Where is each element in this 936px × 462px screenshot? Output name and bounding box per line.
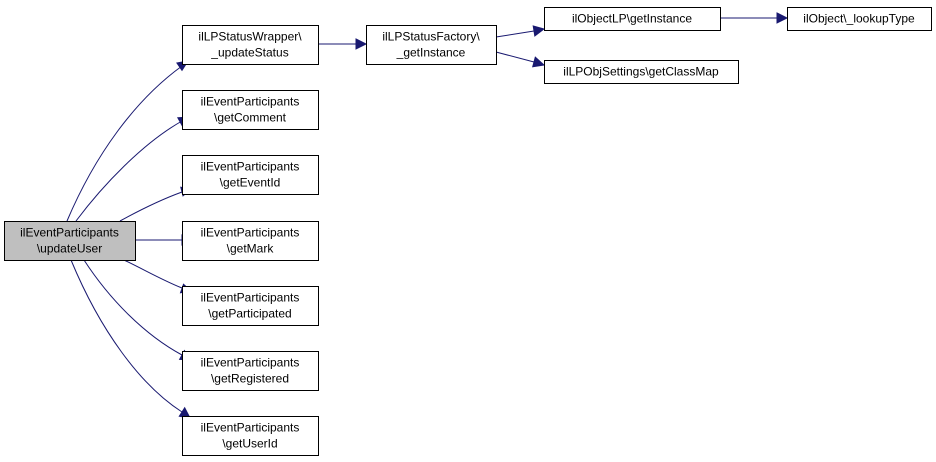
edge-line — [66, 65, 183, 222]
node-getEventId[interactable]: ilEventParticipants \getEventId — [182, 155, 319, 195]
edge-updateUser-to-getRegistered — [83, 259, 192, 361]
node-label: ilEventParticipants — [20, 226, 119, 240]
edge-line — [495, 51, 535, 63]
edge-line — [75, 120, 183, 222]
node-label: ilObjectLP\getInstance — [572, 12, 692, 26]
edge-line — [119, 191, 183, 222]
node-label: ilLPObjSettings\getClassMap — [563, 65, 719, 79]
node-label: ilLPStatusWrapper\ — [198, 30, 302, 44]
node-label: ilEventParticipants — [201, 421, 300, 435]
node-label: \getMark — [227, 242, 275, 256]
node-box[interactable] — [182, 416, 319, 456]
node-getParticipated[interactable]: ilEventParticipants \getParticipated — [182, 286, 319, 326]
node-getComment[interactable]: ilEventParticipants \getComment — [182, 90, 319, 130]
node-getClassMap[interactable]: ilLPObjSettings\getClassMap — [544, 60, 739, 84]
node-box[interactable] — [544, 60, 739, 84]
node-label: _getInstance — [396, 46, 466, 60]
edge-updateUser-to-getEventId — [119, 186, 193, 222]
node-box[interactable] — [182, 221, 319, 261]
edge-statusFactoryGetInstance-to-objectLPGetInstance — [495, 25, 546, 38]
node-box[interactable] — [182, 25, 319, 65]
edge-line — [70, 259, 183, 413]
node-label: ilEventParticipants — [201, 226, 300, 240]
node-box[interactable] — [366, 25, 497, 65]
node-label: \getEventId — [220, 176, 281, 190]
node-getUserId[interactable]: ilEventParticipants \getUserId — [182, 416, 319, 456]
node-updateUser[interactable]: ilEventParticipants \updateUser — [4, 221, 136, 261]
node-label: ilEventParticipants — [201, 160, 300, 174]
edge-line — [495, 30, 535, 38]
nodes-layer: ilEventParticipants \updateUser ilLPStatus… — [4, 7, 932, 456]
node-label: \getParticipated — [208, 307, 291, 321]
node-box[interactable] — [182, 155, 319, 195]
edge-arrowhead — [355, 38, 368, 50]
node-objectLPGetInstance[interactable]: ilObjectLP\getInstance — [544, 7, 721, 31]
edge-objectLPGetInstance-to-lookupType — [720, 12, 789, 24]
edge-line — [83, 259, 183, 356]
edge-line — [123, 259, 183, 289]
node-label: \updateUser — [37, 242, 102, 256]
edge-updateStatus-to-statusFactoryGetInstance — [318, 38, 368, 50]
node-getMark[interactable]: ilEventParticipants \getMark — [182, 221, 319, 261]
node-box[interactable] — [182, 286, 319, 326]
node-label: \getUserId — [222, 437, 277, 451]
node-box[interactable] — [182, 351, 319, 391]
node-label: ilObject\_lookupType — [803, 12, 915, 26]
node-getRegistered[interactable]: ilEventParticipants \getRegistered — [182, 351, 319, 391]
node-label: ilEventParticipants — [201, 291, 300, 305]
node-label: \getComment — [214, 111, 287, 125]
node-box[interactable] — [182, 90, 319, 130]
edge-updateUser-to-getParticipated — [123, 259, 193, 294]
node-label: \getRegistered — [211, 372, 289, 386]
node-box[interactable] — [544, 7, 721, 31]
node-updateStatus[interactable]: ilLPStatusWrapper\ _updateStatus — [182, 25, 319, 65]
node-label: ilEventParticipants — [201, 356, 300, 370]
edge-arrowhead — [532, 56, 546, 68]
node-label: ilLPStatusFactory\ — [382, 30, 480, 44]
node-statusFactoryGetInstance[interactable]: ilLPStatusFactory\ _getInstance — [366, 25, 497, 65]
node-lookupType[interactable]: ilObject\_lookupType — [787, 7, 932, 31]
node-label: ilEventParticipants — [201, 95, 300, 109]
edge-statusFactoryGetInstance-to-getClassMap — [495, 51, 546, 68]
node-label: _updateStatus — [210, 46, 288, 60]
edge-arrowhead — [776, 12, 789, 24]
edge-arrowhead — [532, 25, 546, 37]
node-box[interactable] — [787, 7, 932, 31]
node-box[interactable] — [4, 221, 136, 261]
